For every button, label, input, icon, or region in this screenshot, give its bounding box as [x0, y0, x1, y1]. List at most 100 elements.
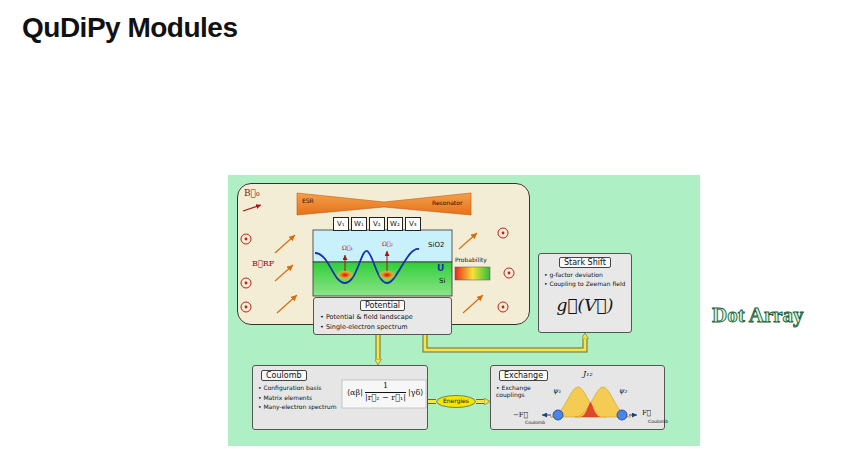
field-out-of-page	[498, 302, 508, 312]
flow-arrow	[428, 401, 436, 402]
rf-field-arrow	[277, 295, 297, 313]
field-out-of-page	[502, 306, 505, 309]
wavefunction-label: ψ₁	[553, 387, 561, 395]
bullet-item: • g-factor deviation	[544, 272, 603, 279]
force-subscript: Coulomb	[648, 419, 668, 424]
bullet-item: • Many-electron spectrum	[258, 404, 337, 411]
resonator-label: ESR	[302, 198, 314, 205]
coupling-symbol: J₁₂	[583, 369, 593, 378]
gate-electrode: V₂	[369, 217, 385, 231]
formula: g⃡(V⃗)	[557, 296, 614, 316]
formula-part: |r⃗₂ − r⃗₁|	[365, 392, 406, 402]
module-box: Coulomb• Configuration basis• Matrix ele…	[252, 365, 428, 430]
flow-arrow	[425, 335, 585, 350]
esr-resonator	[297, 193, 471, 215]
field-out-of-page	[241, 278, 251, 288]
module-title: Stark Shift	[559, 257, 611, 268]
coulomb-drawing	[252, 365, 428, 430]
gate-label: W₁	[354, 220, 364, 228]
formula-part: |γδ⟩	[408, 388, 423, 397]
flow-arrow-outline	[428, 399, 436, 404]
electron	[617, 410, 627, 420]
gate-electrode: V₃	[405, 217, 421, 231]
energies-ellipse: Energies	[436, 395, 476, 408]
bullet-item: • Coupling to Zeeman field	[544, 281, 625, 288]
flow-arrow-outline	[425, 335, 585, 350]
flow-arrow-line	[377, 335, 380, 359]
ellipse-outline	[437, 396, 476, 408]
layer-label: SiO2	[428, 241, 444, 249]
page-title: QuDiPy Modules	[22, 12, 237, 44]
layer-label: Si	[439, 277, 445, 285]
module-box: Stark Shift • g-factor deviation • Couplin…	[538, 253, 632, 333]
side-label: Dot Array	[712, 303, 804, 327]
spin-label: Ω⃗₂	[382, 241, 393, 248]
field-out-of-page	[245, 238, 248, 241]
exchange-drawing	[490, 365, 665, 430]
electron	[553, 410, 563, 420]
flow-arrow-outline	[476, 399, 484, 404]
wavefunction-label: ψ₂	[619, 387, 627, 395]
flow-arrow	[476, 401, 484, 402]
exchange-drawing	[490, 365, 665, 430]
formula-part: ⟨αβ|	[347, 388, 363, 397]
flow-arrow-outline	[376, 335, 381, 359]
gate-label: V₁	[337, 220, 345, 228]
spin-arrow	[345, 255, 346, 271]
spin-arrow	[387, 251, 388, 271]
module-panel	[228, 175, 700, 446]
rf-field-arrow	[459, 233, 477, 249]
potential-curve	[315, 249, 419, 283]
flow-arrow-line	[425, 335, 585, 350]
potential-symbol: U	[437, 263, 444, 273]
field-out-of-page	[241, 228, 514, 312]
rf-field-arrow	[463, 295, 483, 313]
silicon-layer	[313, 262, 452, 296]
gate-electrode: W₂	[387, 217, 403, 231]
ellipse-label: Energies	[443, 398, 469, 405]
bullet-item: • Potential & field landscape	[320, 314, 413, 321]
electron-density	[336, 270, 354, 280]
force-label: −F⃗	[513, 411, 528, 419]
colorbar-label: Probability	[455, 257, 487, 264]
electron-density	[378, 270, 396, 280]
field-out-of-page	[241, 302, 251, 312]
oxide-layer	[313, 230, 452, 262]
bullet-item: • Matrix elements	[258, 395, 312, 402]
gate-electrode: W₁	[351, 217, 367, 231]
bullet-item: • Single-electron spectrum	[320, 324, 408, 331]
bullet-item: • Exchange couplings	[496, 385, 546, 399]
static-field-arrow	[243, 205, 261, 211]
force-arrow	[542, 415, 551, 416]
probability-colorbar	[455, 267, 490, 280]
formula-part: 1	[383, 381, 388, 390]
gate-label: V₂	[373, 220, 381, 228]
gate-electrode: V₁	[333, 217, 349, 231]
rf-field-arrow	[275, 235, 295, 253]
wavefunction-overlap	[580, 402, 601, 417]
flow-arrow	[378, 335, 379, 359]
coulomb-drawing	[252, 365, 428, 430]
field-label: B⃗RF	[252, 259, 274, 268]
module-box: Exchange• Exchange couplingsJ₁₂ψ₁ψ₂−F⃗Co…	[490, 365, 665, 430]
field-out-of-page	[502, 232, 505, 235]
field-out-of-page	[508, 272, 511, 275]
force-subscript: Coulomb	[525, 420, 545, 425]
gate-label: W₂	[390, 220, 400, 228]
field-out-of-page	[498, 228, 508, 238]
module-title: Exchange	[499, 370, 548, 381]
spin-label: Ω⃗₁	[342, 245, 353, 252]
flow-arrow-line	[476, 400, 484, 403]
gate-label: V₃	[409, 220, 417, 228]
field-label: B⃗₀	[244, 188, 260, 198]
field-out-of-page	[245, 282, 248, 285]
field-out-of-page	[504, 268, 514, 278]
module-title: Coulomb	[261, 370, 307, 381]
flow-arrow-line	[428, 400, 436, 403]
field-out-of-page	[245, 306, 248, 309]
field-out-of-page	[241, 234, 251, 244]
module-box: Potential• Potential & field landscape• …	[313, 297, 452, 335]
resonator-label: Resonator	[432, 200, 462, 207]
